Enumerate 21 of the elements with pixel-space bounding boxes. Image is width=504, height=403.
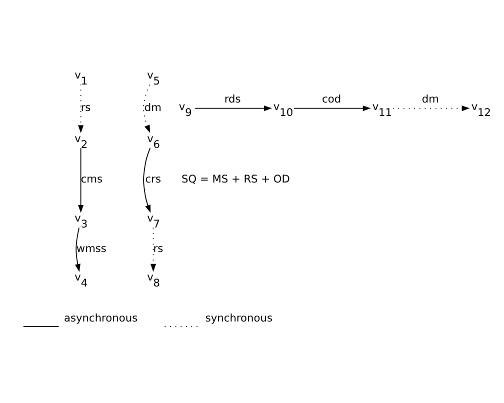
- edge-label: crs: [145, 174, 162, 186]
- edge-label: rs: [153, 242, 164, 255]
- arrow: [143, 148, 151, 213]
- edge-label: cod: [322, 94, 342, 106]
- edge-label: dm: [144, 102, 162, 114]
- arrow: [194, 106, 272, 112]
- edge-label: rs: [80, 102, 91, 114]
- label: SQ = MS + RS + OD: [182, 174, 290, 186]
- arrow: [143, 84, 150, 133]
- arrow: [75, 227, 80, 272]
- edge-label: cms: [80, 174, 102, 186]
- edge-label: rds: [224, 94, 241, 106]
- arrow: [392, 106, 470, 112]
- arrow: [78, 148, 84, 213]
- arrow: [294, 106, 371, 112]
- edge-label: dm: [422, 94, 439, 106]
- arrow: [78, 84, 84, 134]
- arrow: [150, 227, 156, 272]
- edge-label: wmss: [76, 242, 106, 255]
- legend-label: asynchronous: [64, 312, 138, 325]
- legend-label: synchronous: [205, 312, 272, 325]
